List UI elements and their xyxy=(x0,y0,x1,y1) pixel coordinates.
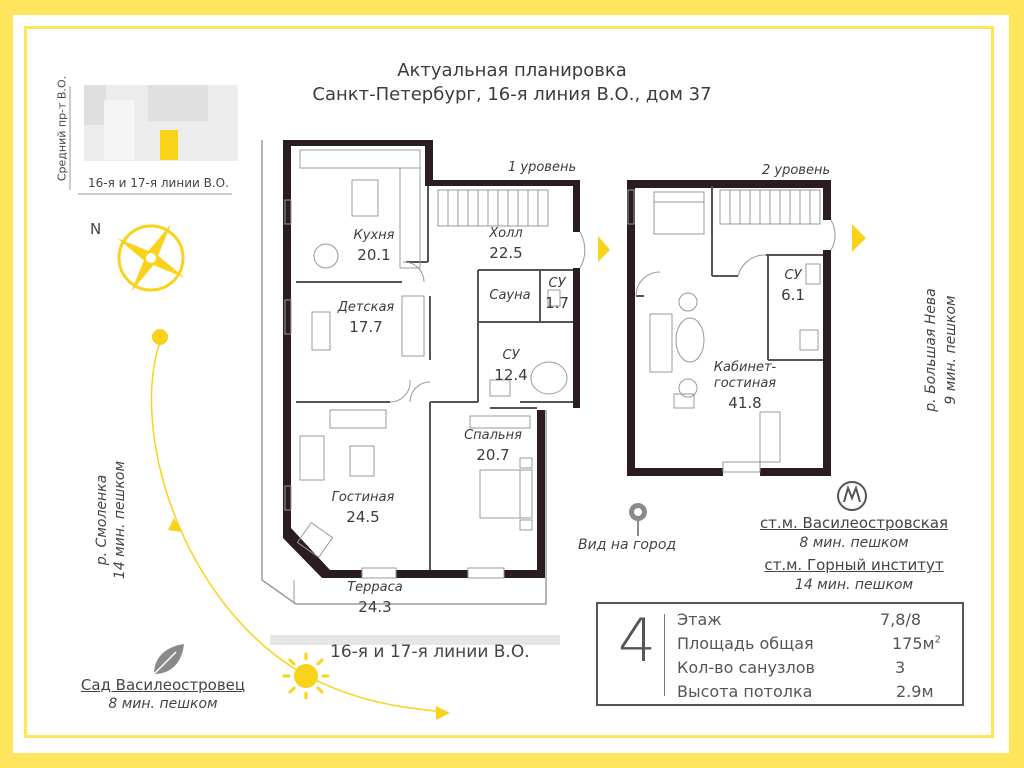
room-living-name: Гостиная xyxy=(331,490,395,505)
river-right-walk: 9 мин. пешком xyxy=(943,295,959,405)
metro-station-2-walk: 14 мин. пешком xyxy=(794,577,914,593)
room-wc1-area: 1.7 xyxy=(545,294,569,312)
room-cabinet-name-1: Кабинет- xyxy=(713,360,777,375)
room-bedroom-name: Спальня xyxy=(464,428,522,443)
level2-plan xyxy=(627,180,836,476)
room-wc2-name: СУ xyxy=(502,348,520,363)
street-below-plan: 16-я и 17-я линии В.О. xyxy=(330,642,530,662)
room-cabinet-area: 41.8 xyxy=(728,394,762,412)
info-ceiling-label: Высота потолка xyxy=(677,682,813,701)
river-right-name: р. Большая Нева xyxy=(923,288,939,412)
apartment-number: 4 xyxy=(617,606,657,676)
room-kitchen-area: 20.1 xyxy=(357,246,391,264)
entrance-arrow-1 xyxy=(598,236,610,262)
info-area-value: 175м2 xyxy=(892,634,941,653)
entrance-arrow-2 xyxy=(852,224,866,252)
locator-building-highlight xyxy=(160,130,178,160)
room-hall-area: 22.5 xyxy=(489,244,523,262)
room-hall-name: Холл xyxy=(489,226,523,241)
room-living-area: 24.5 xyxy=(346,508,380,526)
info-area-unit-sup: 2 xyxy=(934,634,941,646)
room-wc1-name: СУ xyxy=(548,276,566,291)
city-view-label: Вид на город xyxy=(578,537,677,553)
info-area-number: 175м xyxy=(892,634,935,653)
page-address: Санкт-Петербург, 16-я линия В.О., дом 37 xyxy=(312,84,712,105)
inner-border xyxy=(24,26,994,738)
locator-street-vertical: Средний пр-т В.О. xyxy=(55,75,69,182)
room-wc2-area: 12.4 xyxy=(494,366,528,384)
leaf-icon xyxy=(153,644,184,675)
sun-path-arrow xyxy=(168,518,182,532)
level1-plan xyxy=(261,140,586,605)
level1-label: 1 уровень xyxy=(508,160,577,175)
sun-path-arrow-end xyxy=(436,706,450,720)
metro-station-2[interactable]: ст.м. Горный институт xyxy=(764,556,944,574)
river-left-walk: 14 мин. пешком xyxy=(112,460,128,580)
sun-path xyxy=(150,341,445,713)
room-wc3-area: 6.1 xyxy=(781,286,805,304)
locator-street-bottom: 16-я и 17-я линии В.О. xyxy=(88,176,229,190)
river-left-name: р. Смоленка xyxy=(94,474,110,566)
room-kitchen-name: Кухня xyxy=(353,228,395,243)
info-divider xyxy=(664,614,665,696)
room-terrace-name: Терраса xyxy=(347,580,403,595)
metro-station-1-walk: 8 мин. пешком xyxy=(799,535,909,551)
info-area-label: Площадь общая xyxy=(677,634,814,653)
room-kids-area: 17.7 xyxy=(349,318,383,336)
garden-name[interactable]: Сад Василеостровец xyxy=(80,676,246,694)
info-floor-label: Этаж xyxy=(677,610,722,629)
metro-station-1[interactable]: ст.м. Василеостровская xyxy=(759,514,949,532)
info-floor-value: 7,8/8 xyxy=(880,610,922,629)
room-sauna-name: Сауна xyxy=(489,288,531,303)
info-bathrooms-value: 3 xyxy=(895,658,906,677)
compass-icon xyxy=(117,224,185,292)
info-ceiling-value: 2.9м xyxy=(896,682,934,701)
sunrise-icon xyxy=(152,329,168,345)
level2-label: 2 уровень xyxy=(762,163,831,178)
map-pin-icon xyxy=(629,503,647,536)
page-title: Актуальная планировка xyxy=(397,60,627,81)
garden-walk: 8 мин. пешком xyxy=(108,696,218,712)
room-cabinet-name-2: гостиная xyxy=(713,376,777,391)
compass-north-label: N xyxy=(90,220,102,238)
metro-icon xyxy=(837,481,867,511)
room-wc3-name: СУ xyxy=(784,268,802,283)
room-kids-name: Детская xyxy=(337,300,395,315)
locator-map xyxy=(69,85,238,195)
room-bedroom-area: 20.7 xyxy=(476,446,510,464)
room-terrace-area: 24.3 xyxy=(358,598,392,616)
info-box xyxy=(596,602,964,706)
info-bathrooms-label: Кол-во санузлов xyxy=(677,658,815,677)
sun-icon xyxy=(282,652,330,700)
